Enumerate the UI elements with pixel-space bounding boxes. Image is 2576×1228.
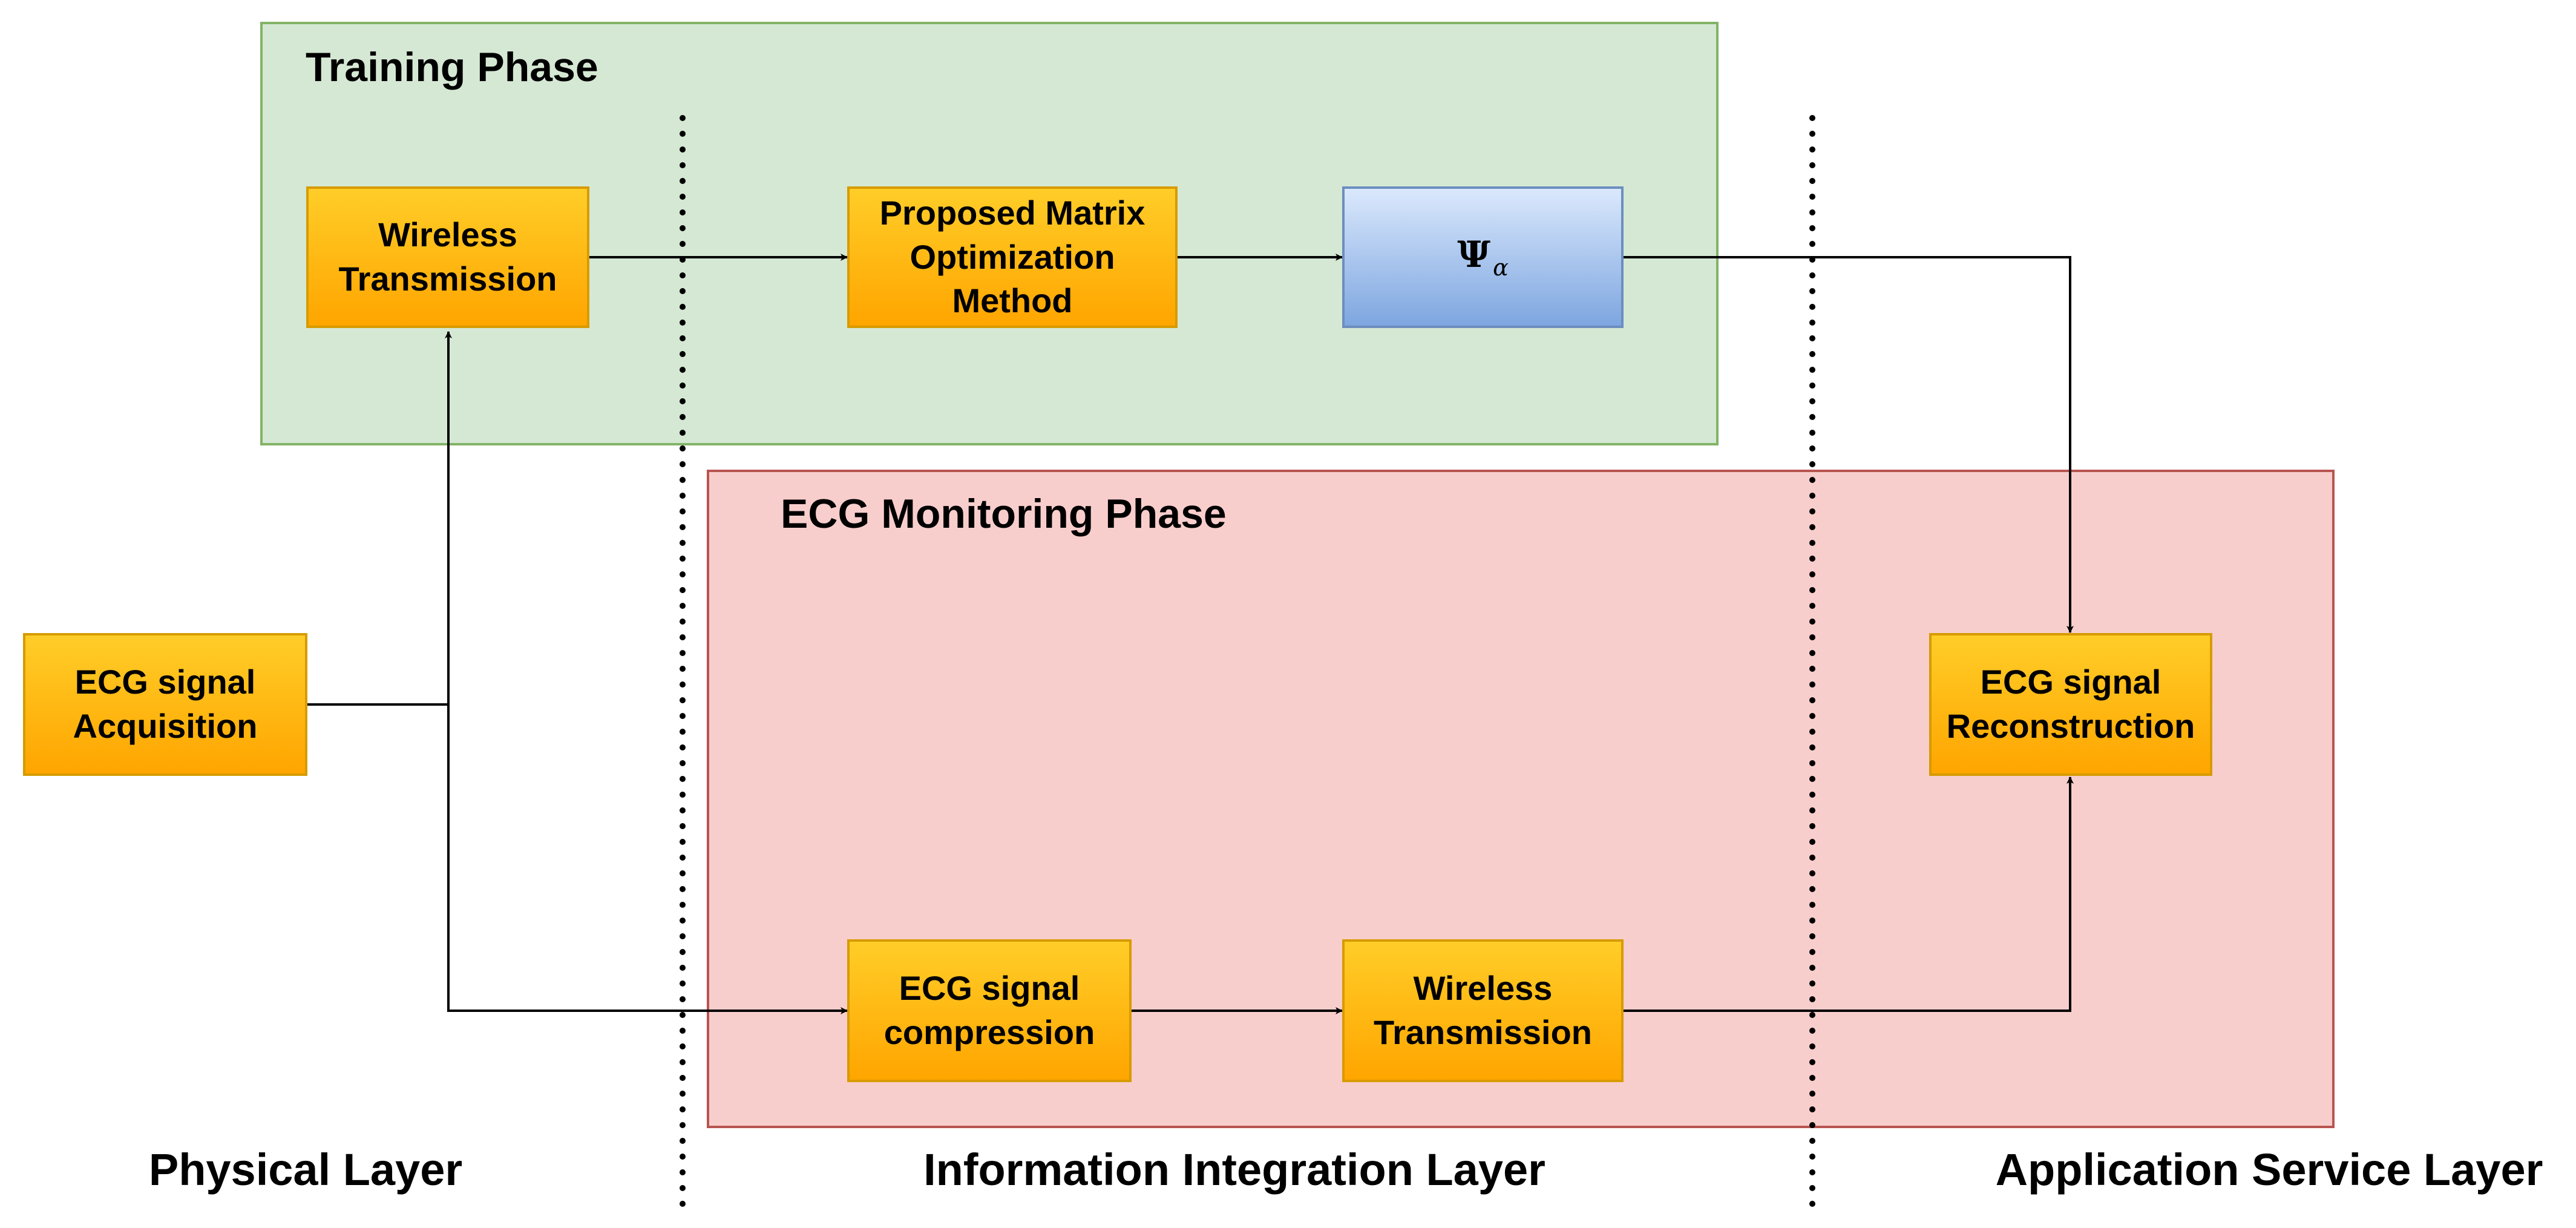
psi-symbol: Ψ [1457, 234, 1491, 277]
information-integration-layer-label: Information Integration Layer [923, 1144, 1545, 1195]
wireless-transmission-monitoring-label: Wireless Transmission [1373, 969, 1593, 1051]
monitoring-phase-title: ECG Monitoring Phase [781, 491, 1227, 537]
ecg-compression-label: ECG signal compression [883, 969, 1095, 1051]
matrix-optimization-node: Proposed Matrix Optimization Method [847, 186, 1178, 328]
wireless-transmission-training-node: Wireless Transmission [306, 186, 589, 328]
edge-psi-to-reconstruction [1624, 256, 2074, 633]
wireless-transmission-monitoring-node: Wireless Transmission [1342, 939, 1624, 1082]
ecg-reconstruction-label: ECG signal Reconstruction [1946, 663, 2195, 745]
edge-acquisition-to-compression [447, 704, 848, 1014]
training-phase-title: Training Phase [306, 44, 598, 90]
ecg-acquisition-node: ECG signal Acquisition [23, 633, 307, 776]
ecg-acquisition-label: ECG signal Acquisition [73, 663, 258, 745]
ecg-compression-node: ECG signal compression [847, 939, 1132, 1082]
psi-subscript: α [1493, 254, 1509, 281]
physical-layer-label: Physical Layer [148, 1144, 463, 1195]
ecg-reconstruction-node: ECG signal Reconstruction [1929, 633, 2212, 776]
matrix-optimization-label: Proposed Matrix Optimization Method [879, 193, 1145, 320]
application-service-layer-label: Application Service Layer [1995, 1144, 2543, 1195]
wireless-transmission-training-label: Wireless Transmission [338, 215, 557, 298]
edge-wireless-to-reconstruction [1624, 777, 2074, 1012]
